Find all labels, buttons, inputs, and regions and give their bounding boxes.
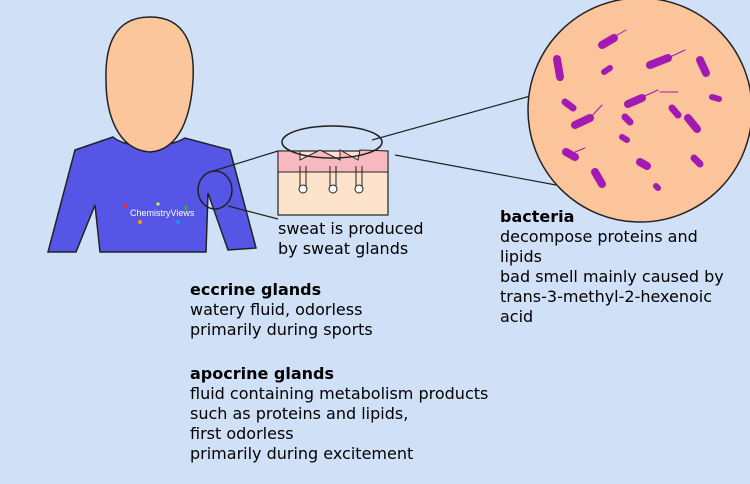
apocrine-line-3: first odorless [190, 424, 488, 444]
bacteria-magnified-view [528, 0, 750, 222]
bacteria-line-4: trans-3-methyl-2-hexenoic [500, 287, 724, 307]
bacteria-line-5: acid [500, 307, 724, 327]
bacteria-text: bacteria decompose proteins and lipids b… [500, 207, 724, 327]
head [106, 17, 193, 152]
petri-circle [528, 0, 750, 222]
skin-cross-section [278, 126, 388, 215]
bacteria-heading: bacteria [500, 207, 724, 227]
sweat-caption-line-1: sweat is produced [278, 219, 424, 239]
person-figure: ChemistryViews [48, 17, 256, 252]
apocrine-line-4: primarily during excitement [190, 444, 488, 464]
apocrine-heading: apocrine glands [190, 364, 488, 384]
apocrine-line-1: fluid containing metabolism products [190, 384, 488, 404]
logo-text: ChemistryViews [130, 208, 195, 218]
eccrine-text: eccrine glands watery fluid, odorless pr… [190, 280, 373, 340]
eccrine-line-2: primarily during sports [190, 320, 373, 340]
sweat-caption: sweat is produced by sweat glands [278, 219, 424, 259]
eccrine-line-1: watery fluid, odorless [190, 300, 373, 320]
bacteria-line-2: lipids [500, 247, 724, 267]
bacteria-line-1: decompose proteins and [500, 227, 724, 247]
apocrine-line-2: such as proteins and lipids, [190, 404, 488, 424]
sweat-caption-line-2: by sweat glands [278, 239, 424, 259]
shirt [48, 137, 256, 252]
bacteria-line-3: bad smell mainly caused by [500, 267, 724, 287]
eccrine-heading: eccrine glands [190, 280, 373, 300]
apocrine-text: apocrine glands fluid containing metabol… [190, 364, 488, 464]
